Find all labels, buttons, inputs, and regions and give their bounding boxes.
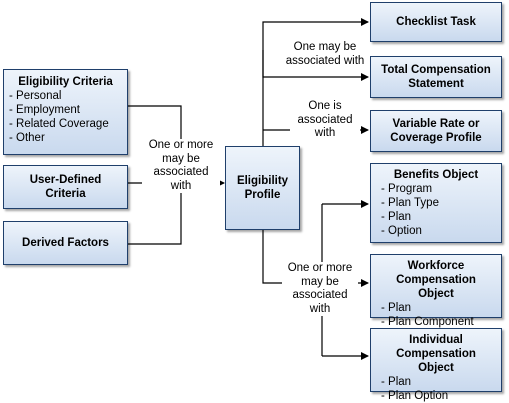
list-item: - Employment (9, 104, 80, 116)
benefits-object-box: Benefits Object - Program - Plan Type - … (370, 163, 502, 243)
workforce-compensation-object-title: Workforce Compensation Object (396, 260, 476, 300)
list-item: - Plan Option (381, 390, 449, 402)
eligibility-profile-title: Eligibility Profile (236, 175, 289, 201)
eligibility-criteria-box: Eligibility Criteria - Personal - Employ… (3, 69, 128, 155)
list-item: - Personal (9, 90, 62, 102)
workforce-compensation-object-box: Workforce Compensation Object - Plan - P… (370, 254, 502, 328)
checklist-task-box: Checklist Task (370, 2, 502, 42)
benefits-object-list: - Program - Plan Type - Plan - Option (371, 182, 501, 238)
connector-label-left: One or more may be associated with (142, 139, 220, 193)
eligibility-criteria-list: - Personal - Employment - Related Covera… (4, 89, 127, 145)
derived-factors-title: Derived Factors (22, 237, 109, 249)
connector-label-top: One may be associated with (284, 41, 366, 68)
individual-compensation-object-title: Individual Compensation Object (396, 334, 476, 374)
user-defined-criteria-box: User-Defined Criteria (3, 165, 128, 209)
total-compensation-statement-box: Total Compensation Statement (370, 56, 502, 98)
list-item: - Plan (381, 376, 412, 388)
benefits-object-title: Benefits Object (393, 169, 479, 181)
derived-factors-box: Derived Factors (3, 221, 128, 265)
eligibility-criteria-title: Eligibility Criteria (18, 76, 113, 88)
individual-compensation-object-list: - Plan - Plan Option (371, 375, 501, 403)
workforce-compensation-object-list: - Plan - Plan Component (371, 301, 501, 329)
list-item: - Related Coverage (9, 118, 109, 130)
connector-derived (128, 183, 182, 245)
list-item: - Plan Component (381, 316, 474, 328)
total-compensation-statement-title: Total Compensation Statement (381, 64, 491, 90)
eligibility-profile-box: Eligibility Profile (225, 146, 300, 230)
connector-total-comp (262, 50, 369, 81)
list-item: - Option (381, 225, 422, 237)
user-defined-criteria-title: User-Defined Criteria (29, 174, 102, 200)
list-item: - Other (9, 132, 45, 144)
list-item: - Plan (381, 211, 412, 223)
list-item: - Program (381, 183, 433, 195)
checklist-task-title: Checklist Task (396, 16, 476, 28)
connector-label-middle: One is associated with (290, 100, 360, 141)
individual-compensation-object-box: Individual Compensation Object - Plan - … (370, 328, 502, 402)
list-item: - Plan (381, 302, 412, 314)
connector-label-bottom: One or more may be associated with (282, 262, 358, 316)
connector-checklist (262, 18, 369, 50)
variable-rate-box: Variable Rate or Coverage Profile (370, 110, 502, 152)
variable-rate-title: Variable Rate or Coverage Profile (390, 118, 482, 144)
list-item: - Plan Type (381, 197, 439, 209)
